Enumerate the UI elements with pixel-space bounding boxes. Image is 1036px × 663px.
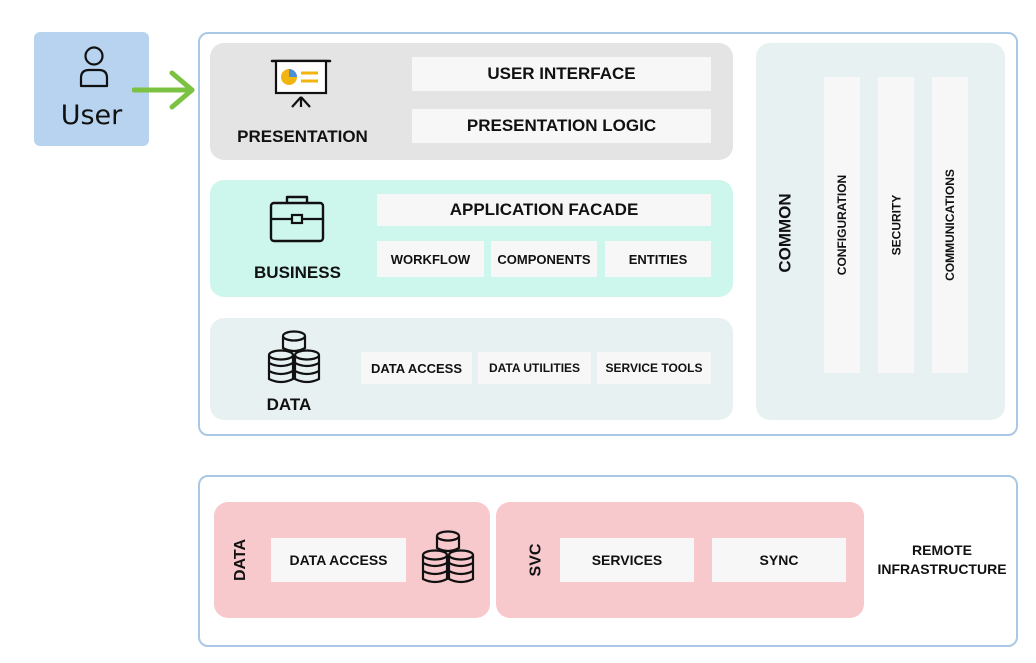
- remote-data-access-box: DATA ACCESS: [271, 538, 406, 582]
- presentation-layer: PRESENTATION USER INTERFACE PRESENTATION…: [210, 43, 733, 160]
- data-access-box: DATA ACCESS: [361, 352, 472, 384]
- remote-infrastructure-title: REMOTE INFRASTRUCTURE: [870, 541, 1014, 579]
- presentation-logic-box: PRESENTATION LOGIC: [412, 109, 711, 143]
- user-label: User: [60, 100, 123, 131]
- database-stack-icon: [421, 530, 475, 584]
- sync-box: SYNC: [712, 538, 846, 582]
- data-utilities-box: DATA UTILITIES: [478, 352, 591, 384]
- arrow-right-icon: [132, 70, 195, 110]
- user-interface-box: USER INTERFACE: [412, 57, 711, 91]
- entities-box: ENTITIES: [605, 241, 711, 277]
- remote-svc-title: SVC: [527, 543, 544, 577]
- business-title: BUSINESS: [254, 263, 341, 282]
- data-layer: DATA DATA ACCESS DATA UTILITIES SERVICE …: [210, 318, 733, 420]
- remote-infrastructure-container: [198, 475, 1018, 647]
- communications-box: COMMUNICATIONS: [932, 77, 968, 373]
- security-box: SECURITY: [878, 77, 914, 373]
- user-icon: [79, 46, 109, 88]
- remote-svc-block: SVC SERVICES SYNC: [496, 502, 864, 618]
- common-layer: COMMON CONFIGURATION SECURITY COMMUNICAT…: [756, 43, 1005, 420]
- service-tools-box: SERVICE TOOLS: [597, 352, 711, 384]
- configuration-box: CONFIGURATION: [824, 77, 860, 373]
- application-container: [198, 32, 1018, 436]
- presentation-title: PRESENTATION: [237, 127, 368, 146]
- business-layer: BUSINESS APPLICATION FACADE WORKFLOW COM…: [210, 180, 733, 297]
- database-stack-icon: [267, 330, 321, 384]
- components-box: COMPONENTS: [491, 241, 597, 277]
- common-title: COMMON: [776, 193, 796, 273]
- remote-title-line2: INFRASTRUCTURE: [877, 561, 1007, 577]
- remote-data-title: DATA: [232, 538, 249, 582]
- user-actor: User: [34, 32, 149, 146]
- briefcase-icon: [269, 195, 325, 243]
- data-title: DATA: [266, 395, 312, 414]
- services-box: SERVICES: [560, 538, 694, 582]
- application-facade-box: APPLICATION FACADE: [377, 194, 711, 226]
- workflow-box: WORKFLOW: [377, 241, 484, 277]
- remote-title-line1: REMOTE: [912, 542, 972, 558]
- presentation-board-icon: [270, 59, 332, 108]
- remote-data-block: DATA DATA ACCESS: [214, 502, 490, 618]
